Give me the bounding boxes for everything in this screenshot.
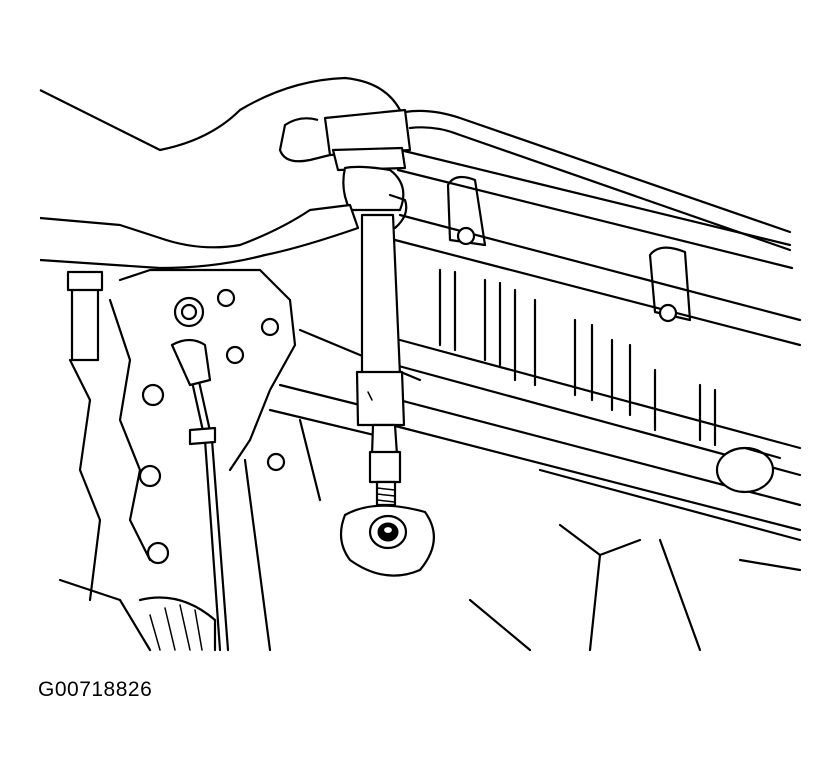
left-bracket-assembly (58, 268, 297, 652)
technician-hand (39, 76, 792, 270)
spark-plug-wrench (355, 213, 406, 507)
valve-cover (370, 148, 802, 532)
engine-block (243, 328, 802, 652)
figure-id-label: G00718826 (38, 678, 153, 701)
bracket-bolt (138, 288, 286, 565)
cover-bolt (456, 226, 678, 323)
